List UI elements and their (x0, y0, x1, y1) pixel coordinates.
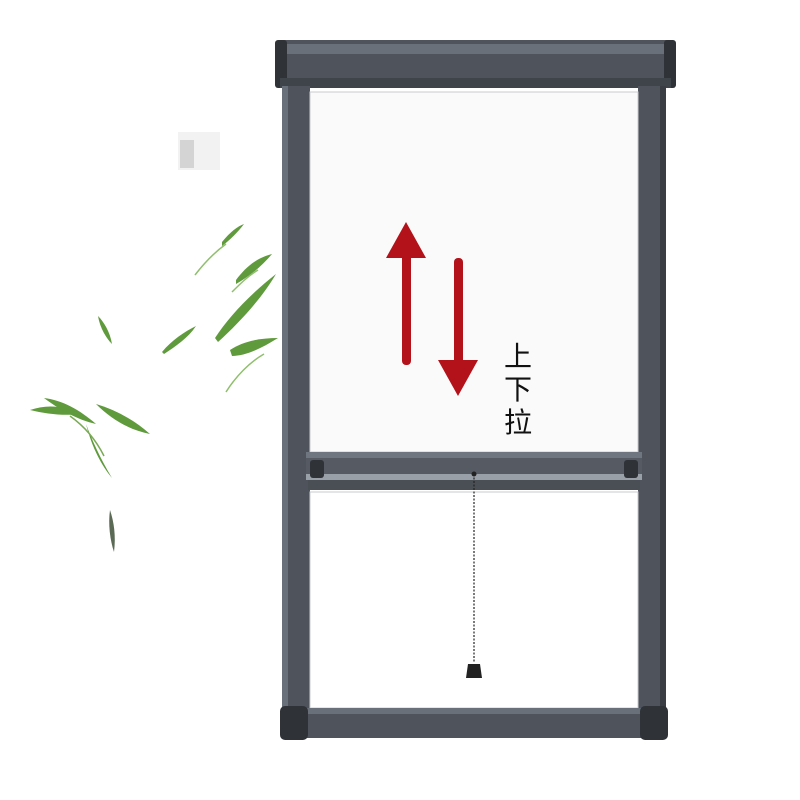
arrow-down-icon (438, 258, 478, 396)
caption-line-1: 上 (503, 340, 532, 373)
window-frame (275, 40, 676, 740)
caption-line-2: 下 (503, 373, 532, 406)
pull-cord-icon (466, 471, 482, 678)
screen-mesh (309, 91, 639, 453)
caption-line-3: 拉 (503, 406, 532, 439)
pull-up-down-caption: 上 下 拉 (500, 340, 536, 439)
pull-bar (306, 452, 642, 478)
bamboo-leaves-icon (30, 132, 278, 552)
arrow-up-icon (386, 222, 426, 365)
